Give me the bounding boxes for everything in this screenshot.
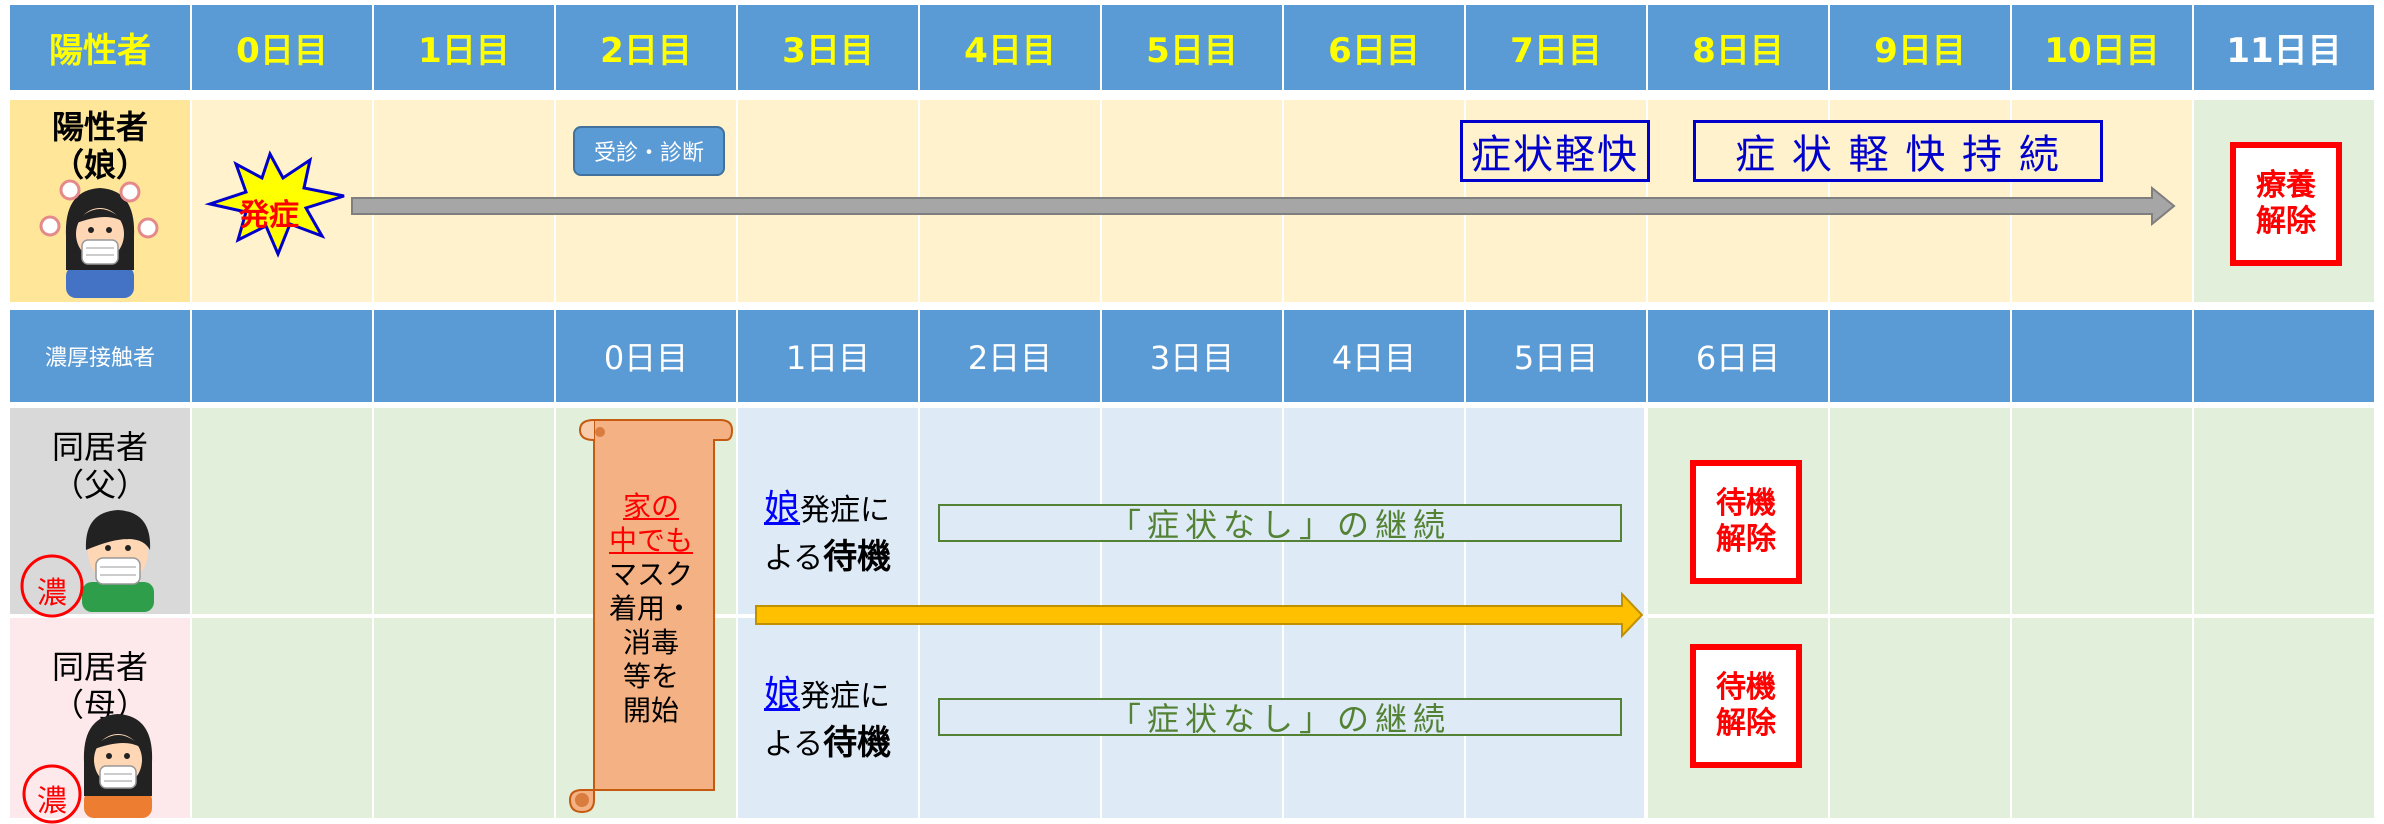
contact-header-day-2: 2日目 xyxy=(920,310,1100,402)
father-label: 同居者 （父） xyxy=(10,428,190,504)
header-day-2: 2日目 xyxy=(556,5,736,90)
contact-header-day-4: 4日目 xyxy=(1284,310,1464,402)
mother-wait-part1: 発症に xyxy=(800,679,891,714)
positive-label: 陽性者 （娘） xyxy=(10,108,190,184)
precaution-line6: 等を xyxy=(622,660,679,693)
contact-header-empty xyxy=(2194,310,2374,402)
contact-header-day-0: 0日目 xyxy=(556,310,736,402)
precaution-line4: 着用・ xyxy=(608,592,693,625)
father-no-symptoms-box: 「症状なし」の継続 xyxy=(938,504,1622,544)
mother-cell xyxy=(2012,618,2192,818)
symptoms-eased-box: 症状軽快 xyxy=(1460,120,1650,182)
father-cell xyxy=(1830,408,2010,614)
contact-header-empty xyxy=(1830,310,2010,402)
precaution-text: 家の 中でも マスク 着用・ 消毒 等を 開始 xyxy=(596,490,706,728)
contact-header-empty xyxy=(374,310,554,402)
father-release-line1: 待機 xyxy=(1716,486,1776,521)
header-day-1: 1日目 xyxy=(374,5,554,90)
mother-wait-bold: 待機 xyxy=(823,723,892,763)
care-release-box: 療養 解除 xyxy=(2230,142,2342,266)
mother-wait-daughter: 娘 xyxy=(764,674,801,715)
visit-diagnosis-badge: 受診・診断 xyxy=(573,126,725,176)
mother-label-line1: 同居者 xyxy=(51,648,148,686)
father-wait-daughter: 娘 xyxy=(764,488,801,529)
mother-cell xyxy=(1830,618,2010,818)
father-wait-text: 娘発症に よる待機 xyxy=(764,486,891,582)
contact-header-empty xyxy=(192,310,372,402)
header-day-8: 8日目 xyxy=(1648,5,1828,90)
father-wait-release-box: 待機 解除 xyxy=(1690,460,1802,584)
mother-close-contact-mark: 濃 xyxy=(37,784,67,819)
father-cell xyxy=(2194,408,2374,614)
mother-release-line2: 解除 xyxy=(1716,706,1776,741)
mother-label: 同居者 （母） xyxy=(10,648,190,724)
mother-wait-release-box: 待機 解除 xyxy=(1690,644,1802,768)
precaution-line7: 開始 xyxy=(622,694,679,727)
father-wait-part2: よる xyxy=(764,541,824,576)
mother-wait-text: 娘発症に よる待機 xyxy=(764,672,891,768)
mother-cell xyxy=(192,618,372,818)
header-day-7: 7日目 xyxy=(1466,5,1646,90)
mother-label-line2: （母） xyxy=(51,686,148,724)
header-day-10: 10日目 xyxy=(2012,5,2192,90)
father-label-line1: 同居者 xyxy=(51,428,148,466)
mother-cell xyxy=(374,618,554,818)
father-label-line2: （父） xyxy=(51,466,148,504)
positive-label-line1: 陽性者 xyxy=(51,108,148,146)
precaution-line1: 家の xyxy=(622,490,679,523)
care-release-line2: 解除 xyxy=(2256,204,2316,239)
positive-label-line2: （娘） xyxy=(51,146,148,184)
contact-header-day-5: 5日目 xyxy=(1466,310,1646,402)
onset-label: 発症 xyxy=(239,198,299,233)
mother-cell xyxy=(2194,618,2374,818)
header-day-4: 4日目 xyxy=(920,5,1100,90)
father-wait-part1: 発症に xyxy=(800,493,891,528)
mother-release-line1: 待機 xyxy=(1716,670,1776,705)
father-cell xyxy=(192,408,372,614)
header-day-0: 0日目 xyxy=(192,5,372,90)
mother-no-symptoms-box: 「症状なし」の継続 xyxy=(938,698,1622,738)
contact-header-day-3: 3日目 xyxy=(1102,310,1282,402)
contact-header-label: 濃厚接触者 xyxy=(10,310,190,402)
father-close-contact-mark: 濃 xyxy=(37,576,67,611)
precaution-line3: マスク xyxy=(608,558,693,591)
father-cell xyxy=(2012,408,2192,614)
header-day-3: 3日目 xyxy=(738,5,918,90)
header-day-9: 9日目 xyxy=(1830,5,2010,90)
header-day-5: 5日目 xyxy=(1102,5,1282,90)
father-cell xyxy=(374,408,554,614)
mother-wait-part2: よる xyxy=(764,727,824,762)
symptoms-eased-continued-box: 症 状 軽 快 持 続 xyxy=(1693,120,2103,182)
precaution-line2: 中でも xyxy=(608,524,693,557)
precaution-line5: 消毒 xyxy=(622,626,679,659)
header-day-11: 11日目 xyxy=(2194,5,2374,90)
contact-header-empty xyxy=(2012,310,2192,402)
father-wait-bold: 待機 xyxy=(823,537,892,577)
care-release-line1: 療養 xyxy=(2256,168,2316,203)
contact-header-day-6: 6日目 xyxy=(1648,310,1828,402)
contact-header-day-1: 1日目 xyxy=(738,310,918,402)
header-label: 陽性者 xyxy=(10,5,190,90)
header-day-6: 6日目 xyxy=(1284,5,1464,90)
father-release-line2: 解除 xyxy=(1716,522,1776,557)
